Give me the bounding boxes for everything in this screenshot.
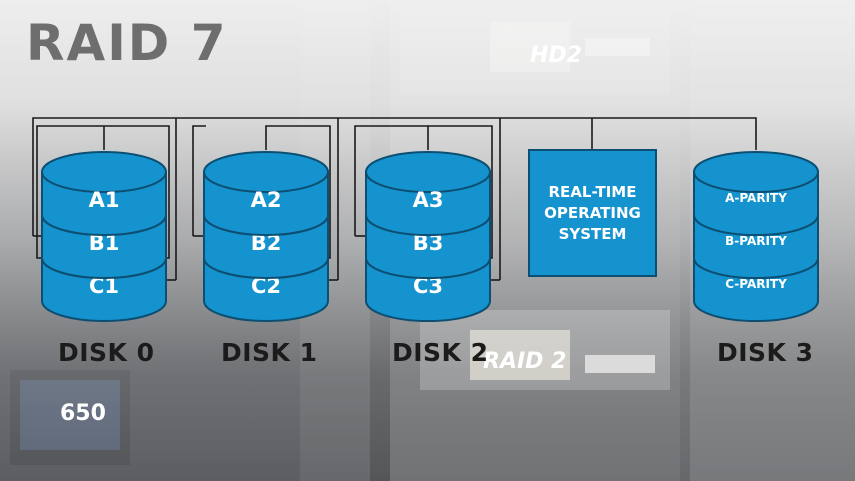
disk-1-segment-0-cap xyxy=(203,151,329,193)
hd2-sticker-label: HD2 xyxy=(530,43,582,68)
rtos-line-1: REAL-TIME xyxy=(548,182,637,201)
disk-0-label: DISK 0 xyxy=(58,338,155,367)
disk-1-label: DISK 1 xyxy=(221,338,318,367)
disk2-wire-a xyxy=(354,125,429,236)
rtos-line-3: SYSTEM xyxy=(558,224,627,243)
disk-3-label: DISK 3 xyxy=(717,338,814,367)
raid2-sticker-label: RAID 2 xyxy=(483,349,566,374)
psu-label: 650 xyxy=(60,401,106,426)
disk-2-segment-0-label: A3 xyxy=(413,188,444,212)
disk-3-segment-2-label: C-PARITY xyxy=(725,277,787,291)
disk-3-segment-1-label: B-PARITY xyxy=(725,234,787,248)
disk-0-segment-0-cap xyxy=(41,151,167,193)
disk-3-stack: C-PARITY B-PARITY A-PARITY xyxy=(693,151,819,322)
disk-3-segment-0-label: A-PARITY xyxy=(725,191,787,205)
disk-0-segment-0-label: A1 xyxy=(89,188,120,212)
disk-3-segment-0-cap xyxy=(693,151,819,193)
rtos-controller-box: REAL-TIME OPERATING SYSTEM xyxy=(528,149,657,277)
disk-2-segment-0-cap xyxy=(365,151,491,193)
disk-1-segment-0-label: A2 xyxy=(251,188,282,212)
disk1-wire-a xyxy=(192,125,206,236)
page-title: RAID 7 xyxy=(26,14,228,72)
rtos-line-2: OPERATING xyxy=(544,203,641,222)
bus-line-a xyxy=(32,117,757,236)
disk-2-label: DISK 2 xyxy=(392,338,489,367)
disk0-wire-mid xyxy=(36,125,170,259)
